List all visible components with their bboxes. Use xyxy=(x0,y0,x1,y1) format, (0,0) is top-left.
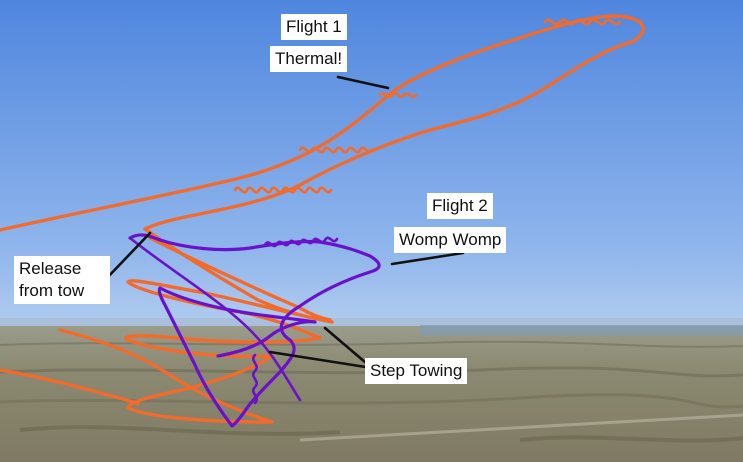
label-thermal: Thermal! xyxy=(270,46,348,72)
label-womp-womp: Womp Womp xyxy=(394,227,507,253)
leader-womp xyxy=(390,251,465,266)
distant-water xyxy=(420,325,743,335)
label-release-from-tow: Release from tow xyxy=(14,256,110,304)
annotation-leader-lines xyxy=(103,75,465,370)
leader-step-2 xyxy=(268,350,374,370)
label-step-towing: Step Towing xyxy=(365,358,468,384)
sky xyxy=(0,0,743,330)
leader-thermal xyxy=(336,75,390,90)
leader-step-1 xyxy=(323,326,374,370)
label-flight-1: Flight 1 xyxy=(281,14,347,40)
label-flight-2: Flight 2 xyxy=(427,193,493,219)
leader-release xyxy=(103,231,152,282)
flight-2-track xyxy=(128,233,381,428)
